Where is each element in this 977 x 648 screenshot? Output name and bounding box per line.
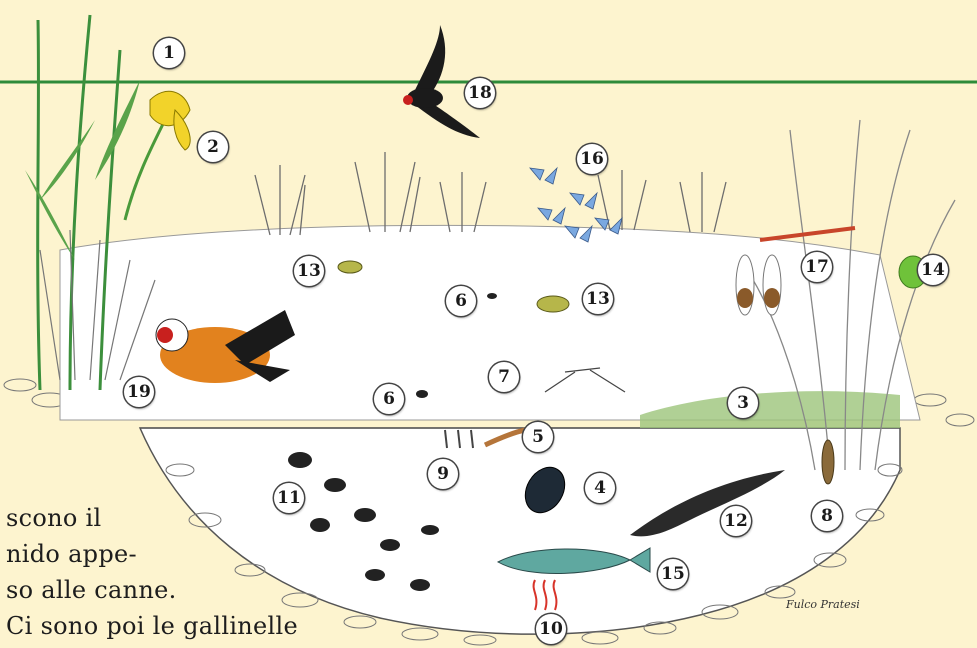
whirligig-beetle: [487, 293, 497, 299]
artist-signature: Fulco Pratesi: [786, 598, 860, 611]
caption-line: Ci sono poi le gallinelle: [6, 608, 298, 644]
caption-line: nido appe-: [6, 536, 298, 572]
caption-line: scono il: [6, 500, 298, 536]
caption-text: scono il nido appe- so alle canne. Ci so…: [6, 500, 298, 644]
tree-frog: [899, 256, 927, 288]
whirligig-beetle: [416, 390, 428, 398]
dragonfly-larva: [822, 440, 834, 484]
caption-line: so alle canne.: [6, 572, 298, 608]
water-surface: [60, 225, 920, 420]
